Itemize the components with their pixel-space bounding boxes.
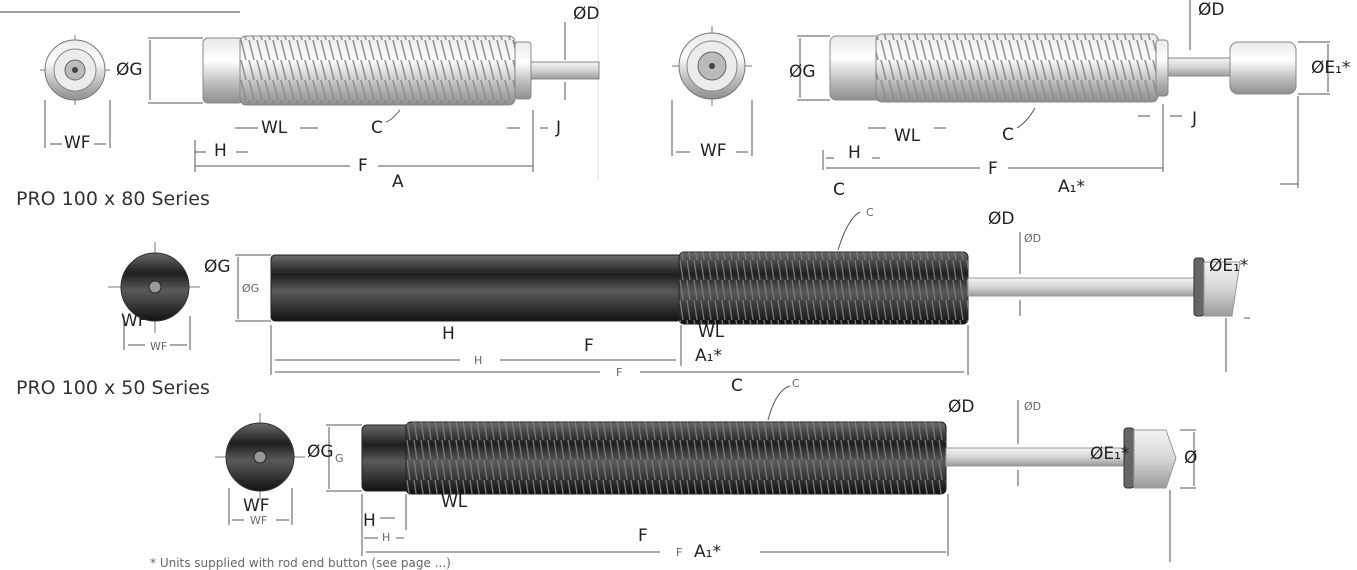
label-button-diameter-3: ØE₁* [1209, 256, 1249, 276]
label-h-2: H [848, 143, 861, 163]
top-right-unit [671, 0, 1330, 188]
label-f-ref-4: F [676, 546, 683, 559]
label-f-1: F [358, 156, 368, 176]
label-j-1: J [556, 118, 562, 138]
label-a1-3: A₁* [695, 346, 722, 366]
label-rod-diameter-ref-4: ØD [1024, 400, 1042, 413]
label-rod-diameter-1: ØD [573, 4, 600, 24]
label-rod-diameter-2: ØD [1198, 0, 1225, 20]
label-thread-ref-4: C [792, 377, 800, 390]
label-body-diameter-ref-3: ØG [242, 282, 260, 295]
pro-100x80-unit [108, 211, 1250, 375]
label-rod-diameter-3: ØD [988, 209, 1015, 229]
label-f-4: F [638, 526, 648, 546]
piston-rod [530, 61, 600, 80]
label-h-ref-3: H [474, 354, 483, 367]
label-body-diameter-ref-4: G [335, 452, 344, 465]
label-h-ref-4: H [382, 531, 391, 544]
label-j-2: J [1192, 109, 1198, 129]
label-wrench-length-4: WL [441, 492, 468, 512]
label-thread-1: C [371, 118, 383, 138]
label-f-3: F [584, 336, 594, 356]
label-wrench-flats-1: WF [64, 133, 91, 153]
label-wrench-flats-ref-3: WF [150, 340, 168, 353]
label-wrench-length-3: WL [698, 322, 725, 342]
label-rod-diameter-4: ØD [948, 397, 975, 417]
label-thread-ref-3: C [866, 206, 874, 219]
body-head [202, 37, 244, 104]
rod-end-button [1229, 41, 1297, 95]
label-thread-2: C [1002, 125, 1014, 145]
series-title-100x80: PRO 100 x 80 Series [16, 188, 210, 210]
label-wrench-length-2: WL [894, 126, 921, 146]
cylinder-body [270, 254, 682, 322]
label-h-1: H [214, 141, 227, 161]
label-f-ref-3: F [616, 366, 623, 379]
label-c-4: C [731, 376, 743, 396]
label-a1-4: A₁* [694, 542, 721, 562]
label-body-diameter-1: ØG [116, 60, 143, 80]
label-h-4: H [363, 511, 376, 531]
label-body-diameter-2: ØG [789, 62, 816, 82]
label-rod-diameter-ref-3: ØD [1024, 232, 1042, 245]
label-wrench-flats-3: WF [121, 311, 148, 331]
footnote-caption: * Units supplied with rod end button (se… [150, 556, 451, 570]
label-wrench-flats-2: WF [700, 141, 727, 161]
label-c-2: C [833, 180, 845, 200]
label-h-3: H [442, 324, 455, 344]
label-wrench-flats-ref-4: WF [250, 514, 268, 527]
label-button-outer-4: Ø [1184, 448, 1198, 468]
label-wrench-flats-4: WF [243, 496, 270, 516]
label-f-2: F [988, 159, 998, 179]
label-wrench-length-1: WL [261, 118, 288, 138]
pro-100x50-unit [215, 385, 1196, 562]
series-title-100x50: PRO 100 x 50 Series [16, 377, 210, 399]
label-a1-2: A₁* [1058, 177, 1085, 197]
label-body-diameter-3: ØG [204, 257, 231, 277]
label-a-1: A [392, 172, 404, 192]
piston-rod-3 [967, 277, 1195, 297]
label-button-diameter-2: ØE₁* [1311, 58, 1351, 78]
top-left-unit [40, 22, 600, 172]
rod-end-button-2 [1133, 429, 1177, 489]
label-body-diameter-4: ØG [307, 442, 334, 462]
label-button-diameter-4: ØE₁* [1090, 444, 1130, 464]
